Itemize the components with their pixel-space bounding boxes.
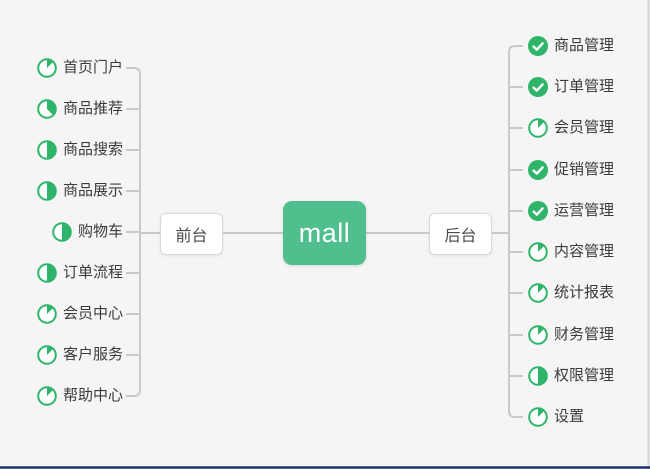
progress-pie-icon (37, 181, 57, 201)
mindmap-node[interactable]: 帮助中心 (37, 382, 123, 410)
progress-pie-icon (528, 407, 548, 427)
progress-pie-icon (37, 99, 57, 119)
node-label: 帮助中心 (62, 387, 123, 404)
mindmap-node[interactable]: 客户服务 (37, 341, 123, 369)
node-label: 统计报表 (554, 284, 615, 302)
node-label: 首页门户 (62, 59, 123, 76)
task-done-icon (528, 77, 548, 98)
mindmap-node[interactable]: 权限管理 (528, 362, 614, 390)
progress-pie-icon (528, 283, 548, 304)
mindmap-node[interactable]: 商品搜索 (37, 136, 123, 164)
progress-pie-icon (37, 140, 57, 160)
node-label: 权限管理 (554, 366, 615, 384)
node-label: 订单流程 (62, 264, 123, 281)
node-label: 设置 (554, 407, 585, 425)
node-frontend[interactable]: 前台 (160, 213, 223, 255)
progress-pie-icon (52, 222, 72, 242)
node-root-label: mall (298, 217, 351, 248)
progress-pie-icon (528, 365, 548, 386)
mindmap-node[interactable]: 商品展示 (37, 177, 123, 205)
task-done-icon (528, 159, 548, 180)
mindmap-node[interactable]: 设置 (528, 403, 584, 431)
node-label: 促销管理 (554, 160, 615, 178)
mindmap-node[interactable]: 内容管理 (528, 238, 614, 266)
mindmap-node[interactable]: 会员中心 (37, 300, 123, 328)
node-root[interactable]: mall (283, 201, 366, 265)
node-label: 商品推荐 (62, 100, 123, 117)
progress-pie-icon (37, 345, 57, 365)
node-label: 商品展示 (62, 182, 123, 199)
node-backend[interactable]: 后台 (429, 213, 492, 255)
node-label: 商品搜索 (62, 141, 123, 158)
mindmap-node[interactable]: 商品管理 (528, 32, 614, 60)
progress-pie-icon (528, 118, 548, 139)
node-label: 财务管理 (554, 325, 615, 343)
node-frontend-label: 前台 (175, 228, 208, 245)
mindmap-node[interactable]: 运营管理 (528, 197, 614, 225)
mindmap-node[interactable]: 统计报表 (528, 279, 614, 307)
mindmap-node[interactable]: 财务管理 (528, 321, 614, 349)
progress-pie-icon (37, 263, 57, 283)
mindmap-node[interactable]: 订单流程 (37, 259, 123, 287)
progress-pie-icon (37, 386, 57, 406)
node-label: 订单管理 (554, 78, 615, 96)
mindmap-node[interactable]: 会员管理 (528, 114, 614, 142)
node-label: 会员管理 (554, 119, 615, 137)
node-label: 会员中心 (62, 305, 123, 322)
mindmap-node[interactable]: 购物车 (52, 218, 123, 246)
node-label: 商品管理 (554, 37, 615, 54)
progress-pie-icon (37, 58, 57, 78)
node-label: 购物车 (77, 223, 123, 240)
mindmap-node[interactable]: 促销管理 (528, 156, 614, 184)
progress-pie-icon (528, 242, 548, 262)
mindmap-node[interactable]: 商品推荐 (37, 95, 123, 123)
mindmap-node[interactable]: 订单管理 (528, 73, 614, 101)
mindmap-node[interactable]: 首页门户 (37, 54, 123, 82)
node-label: 客户服务 (62, 346, 123, 363)
node-label: 运营管理 (554, 201, 615, 219)
progress-pie-icon (37, 304, 57, 324)
node-label: 内容管理 (554, 243, 615, 261)
task-done-icon (528, 200, 548, 221)
task-done-icon (528, 36, 548, 56)
progress-pie-icon (528, 324, 548, 345)
node-backend-label: 后台 (444, 228, 477, 245)
